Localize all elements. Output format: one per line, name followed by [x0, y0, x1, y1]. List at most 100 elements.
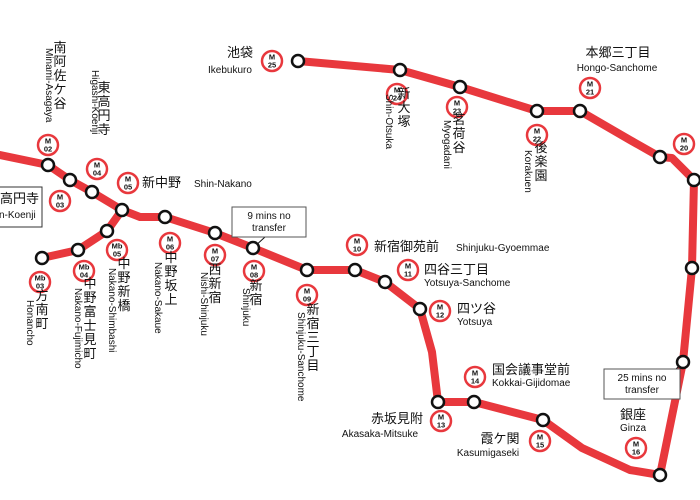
station-dot-m22: [529, 103, 545, 119]
station-dot-m24: [392, 62, 408, 78]
label-en-m04: Higashi-Koenji: [89, 70, 100, 134]
code-marker-line: M: [587, 80, 593, 89]
code-marker-m05: M05: [116, 171, 140, 195]
code-marker-line: M: [212, 247, 218, 256]
code-marker-ring: [203, 243, 227, 267]
station-dot-m25: [290, 53, 306, 69]
code-marker-line: Mb: [79, 263, 90, 272]
label-jp-m22: 後楽園: [534, 141, 547, 184]
ginza-transfer-note: 25 mins no transfer: [603, 361, 684, 400]
code-marker-line: M: [472, 369, 478, 378]
code-marker-ring: [295, 283, 319, 307]
station-dot-m04: [84, 184, 100, 200]
label-en-m14: Kokkai-Gijidomae: [492, 378, 571, 389]
label-en-mb04: Nakano-Fujimicho: [72, 288, 83, 369]
code-marker-ring: [158, 231, 182, 255]
label-en-mb05: Nakano-Shimbashi: [106, 268, 117, 353]
station-dot-mb05: [99, 223, 115, 239]
code-marker-number: 14: [471, 377, 480, 386]
code-marker-line: M: [304, 287, 310, 296]
code-marker-ring: [260, 49, 284, 73]
label-jp-m11: 四谷三丁目: [424, 263, 489, 278]
code-marker-ring: [242, 259, 266, 283]
code-marker-m12: M12: [428, 299, 452, 323]
label-jp-m13: 赤坂見附: [371, 412, 423, 427]
code-marker-line: M: [125, 175, 131, 184]
rotated-en-labels: Shin-Otsuka Myogadani Korakuen Minami-As…: [24, 48, 533, 402]
code-marker-line: M: [537, 433, 543, 442]
station-dot-m02: [40, 157, 56, 173]
code-marker-m10: M10: [345, 233, 369, 257]
station-dot-m15: [535, 412, 551, 428]
code-marker-m16: M16: [624, 436, 648, 460]
code-marker-number: 03: [56, 201, 64, 210]
code-marker-ring: [463, 365, 487, 389]
code-marker-ring: [528, 429, 552, 453]
station-dot-ginza-2: [675, 354, 691, 370]
station-dot-m11: [377, 274, 393, 290]
code-marker-number: 09: [303, 295, 311, 304]
code-marker-m13: M13: [429, 409, 453, 433]
station-dot-m10: [347, 262, 363, 278]
code-marker-line: M: [251, 263, 257, 272]
code-marker-number: 05: [113, 250, 121, 259]
code-marker-ring: [428, 299, 452, 323]
station-dot-m23: [452, 79, 468, 95]
code-marker-ring: [116, 171, 140, 195]
code-marker-number: 21: [586, 88, 594, 97]
note-line2: transfer: [625, 385, 660, 396]
station-labels: 池袋 Ikebukuro 本郷三丁目 Hongo-Sanchome 新中野 Sh…: [0, 46, 658, 459]
code-marker-line: M: [534, 127, 540, 136]
code-marker-m23: M23: [445, 95, 469, 119]
code-marker-number: 25: [268, 61, 276, 70]
code-marker-line: Mb: [112, 242, 123, 251]
code-marker-ring: [429, 409, 453, 433]
code-marker-line: M: [438, 413, 444, 422]
code-marker-ring: [525, 123, 549, 147]
label-en-m10: Shinjuku-Gyoemmae: [456, 243, 550, 254]
label-en-m13: Akasaka-Mitsuke: [342, 429, 419, 440]
label-en-m23: Myogadani: [441, 120, 452, 169]
code-marker-m25: M25: [260, 49, 284, 73]
label-jp-m23: 茗荷谷: [452, 113, 465, 156]
station-code-markers: M25 M24 M23 M22 M21 M20 M02 M03 M04 M05 …: [28, 49, 696, 460]
code-marker-number: 11: [404, 270, 412, 279]
station-dot-m06: [157, 209, 173, 225]
vertical-jp-labels: 新大塚 茗荷谷 後楽園 南阿佐ケ谷 東高円寺 中野坂上 西新宿 新宿 新宿三丁目…: [35, 40, 547, 374]
branch-line: [38, 206, 126, 262]
shinjuku-transfer-note: 9 mins no transfer: [231, 206, 307, 249]
label-jp-mb03: 方南町: [35, 288, 48, 332]
label-jp-m09: 新宿三丁目: [306, 302, 319, 374]
code-marker-ring: [385, 82, 409, 106]
koenji-label-box: [0, 186, 43, 228]
code-marker-line: M: [94, 161, 100, 170]
station-dot-m14: [466, 394, 482, 410]
code-marker-line: M: [269, 53, 275, 62]
label-en-m07: Nishi-Shinjuku: [198, 272, 209, 336]
code-marker-line: M: [633, 440, 639, 449]
label-en-m02: Minami-Asagaya: [43, 48, 54, 123]
code-marker-ring: [624, 436, 648, 460]
code-marker-ring: [445, 95, 469, 119]
label-jp-m04: 東高円寺: [97, 80, 110, 138]
code-marker-ring: [105, 238, 129, 262]
label-en-m22: Korakuen: [522, 150, 533, 193]
code-marker-m03: M03: [48, 189, 72, 213]
code-marker-m21: M21: [578, 76, 602, 100]
code-marker-line: M: [437, 303, 443, 312]
label-en-m15: Kasumigaseki: [457, 448, 519, 459]
code-marker-number: 07: [211, 255, 219, 264]
station-dot-mb03: [34, 250, 50, 266]
code-marker-m22: M22: [525, 123, 549, 147]
code-marker-number: 06: [166, 243, 174, 252]
station-dot-m20b: [686, 172, 700, 188]
station-dot-m08: [245, 240, 261, 256]
label-jp-m24: 新大塚: [397, 86, 410, 130]
code-marker-line: M: [167, 235, 173, 244]
code-marker-line: M: [454, 99, 460, 108]
station-dot-m16: [652, 467, 668, 483]
label-en-m24: Shin-Otsuka: [383, 94, 394, 149]
